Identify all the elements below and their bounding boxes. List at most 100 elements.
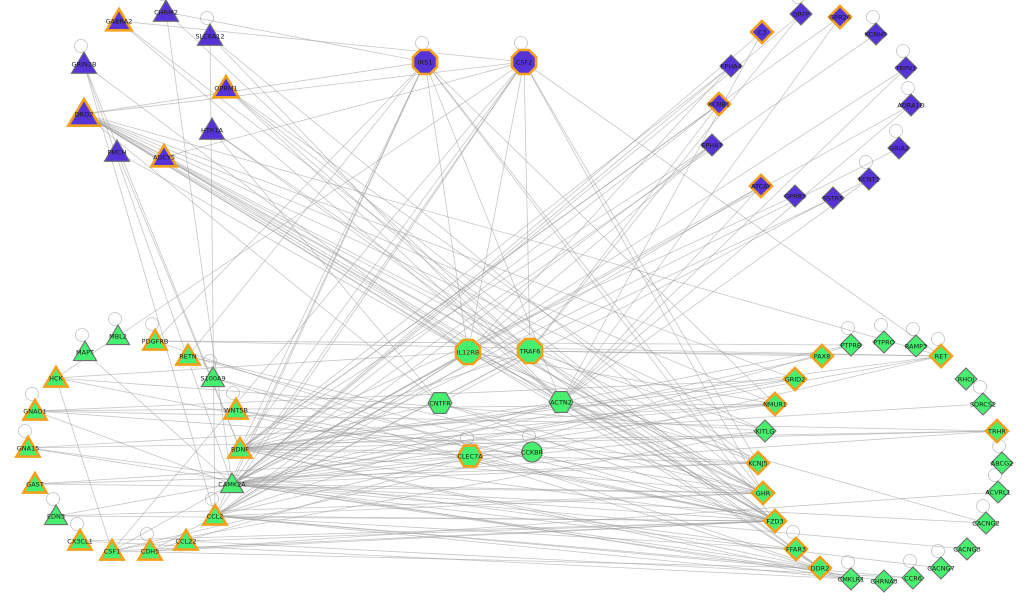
self-loop-edge bbox=[791, 0, 805, 4]
node-ccl22[interactable]: CCL22 bbox=[172, 527, 200, 551]
node-slc6a12[interactable]: SLC6A12 bbox=[195, 22, 225, 46]
edge bbox=[185, 540, 914, 579]
edge bbox=[231, 483, 942, 569]
edge bbox=[187, 355, 776, 522]
node-qrfp[interactable]: QRFP bbox=[789, 2, 813, 26]
triangle-node-shape bbox=[105, 323, 131, 346]
self-loop-edge bbox=[889, 124, 903, 138]
node-ramp3[interactable]: RAMP3 bbox=[904, 334, 928, 358]
edge bbox=[163, 156, 562, 403]
diamond-node-shape bbox=[827, 4, 853, 30]
node-kcnh5[interactable]: KCNH5 bbox=[864, 22, 888, 46]
edge bbox=[560, 401, 776, 522]
triangle-node-shape bbox=[200, 365, 226, 388]
edge bbox=[231, 483, 987, 524]
node-chrm2[interactable]: CHRM2 bbox=[152, 0, 180, 22]
node-trhr[interactable]: TRHR bbox=[984, 418, 1010, 444]
node-ret[interactable]: RET bbox=[928, 343, 954, 369]
edge bbox=[439, 178, 870, 404]
node-mbl2[interactable]: MBL2 bbox=[105, 323, 131, 346]
edge bbox=[116, 151, 469, 353]
node-pmch[interactable]: PMCH bbox=[103, 138, 131, 162]
node-hck[interactable]: HCK bbox=[42, 364, 70, 388]
node-grin2b[interactable]: GRIN2B bbox=[70, 50, 98, 74]
triangle-node-shape bbox=[196, 22, 224, 46]
circle-node-shape bbox=[521, 441, 543, 463]
node-cx3cl1[interactable]: CX3CL1 bbox=[66, 527, 94, 551]
node-s100a9[interactable]: S100A9 bbox=[200, 365, 226, 388]
node-gabra2[interactable]: GABRA2 bbox=[104, 6, 134, 32]
node-cacng2[interactable]: CACNG2 bbox=[972, 511, 1000, 535]
node-acvrl1[interactable]: ACVRL1 bbox=[985, 480, 1011, 504]
edge bbox=[165, 11, 426, 63]
edge bbox=[154, 61, 426, 342]
octagon-node-shape bbox=[411, 48, 439, 76]
node-ghr[interactable]: GHR bbox=[750, 480, 776, 506]
node-gpr83[interactable]: GPR83 bbox=[783, 184, 807, 208]
octagon-node-shape bbox=[516, 337, 544, 365]
edge bbox=[231, 455, 471, 485]
edge bbox=[214, 515, 797, 550]
node-gna15[interactable]: GNA15 bbox=[14, 434, 42, 458]
node-cacng7[interactable]: CACNG7 bbox=[927, 556, 955, 580]
edge bbox=[225, 87, 531, 352]
node-traf6[interactable]: TRAF6 bbox=[516, 337, 544, 365]
node-ccl2[interactable]: CCL2 bbox=[201, 502, 229, 526]
self-loop-edge bbox=[74, 39, 88, 53]
edge bbox=[83, 113, 441, 404]
node-grid2[interactable]: GRID2 bbox=[782, 366, 808, 392]
node-ccr6[interactable]: CCR6 bbox=[901, 566, 925, 590]
node-oprm1[interactable]: OPRM1 bbox=[211, 73, 241, 99]
node-gast[interactable]: GAST bbox=[21, 470, 49, 494]
edge bbox=[149, 491, 999, 552]
node-sorcs2[interactable]: SORCS2 bbox=[970, 392, 996, 416]
edge bbox=[83, 63, 469, 353]
node-pax8[interactable]: PAX8 bbox=[809, 343, 835, 369]
node-abcg2[interactable]: ABCG2 bbox=[990, 451, 1014, 475]
triangle-node-shape bbox=[211, 73, 241, 99]
triangle-node-shape bbox=[70, 50, 98, 74]
node-ddr2[interactable]: DDR2 bbox=[807, 555, 833, 581]
octagon-node-shape bbox=[454, 338, 482, 366]
node-gria2[interactable]: GRIA2 bbox=[887, 136, 911, 160]
node-gnao1[interactable]: GNAO1 bbox=[21, 397, 49, 421]
node-csf2[interactable]: CSF2 bbox=[510, 48, 538, 76]
edge bbox=[560, 185, 762, 403]
node-sstr5[interactable]: SSTR5 bbox=[821, 186, 845, 210]
self-loop-edge bbox=[25, 387, 39, 401]
node-irs1[interactable]: IRS1 bbox=[411, 48, 439, 76]
edge bbox=[467, 61, 525, 353]
edge bbox=[239, 378, 796, 450]
node-chrna3[interactable]: CHRNA3 bbox=[870, 569, 898, 593]
diamond-node-shape bbox=[719, 54, 743, 78]
triangle-node-shape bbox=[172, 527, 200, 551]
node-cckbr[interactable]: CCKBR bbox=[521, 441, 544, 463]
self-loop-edge bbox=[75, 328, 89, 342]
node-cntfr[interactable]: CNTFR bbox=[427, 392, 453, 414]
diamond-node-shape bbox=[872, 330, 896, 354]
node-gpr26[interactable]: GPR26 bbox=[827, 4, 853, 30]
node-cacng3[interactable]: CACNG3 bbox=[953, 537, 981, 561]
diamond-node-shape bbox=[971, 392, 995, 416]
self-loop-edge bbox=[866, 10, 880, 24]
node-actn2[interactable]: ACTN2 bbox=[548, 391, 574, 413]
edge bbox=[523, 61, 531, 352]
node-htr1a[interactable]: HTR1A bbox=[198, 116, 226, 140]
triangle-node-shape bbox=[226, 435, 254, 459]
node-mapt[interactable]: MAPT bbox=[72, 339, 98, 362]
node-kcnt1[interactable]: KCNT1 bbox=[857, 167, 881, 191]
node-il12rb[interactable]: IL12RB bbox=[454, 338, 482, 366]
edge bbox=[55, 515, 776, 522]
node-atcay[interactable]: ATCAY bbox=[748, 173, 774, 199]
hexagon-node-shape bbox=[427, 392, 453, 414]
node-epha4[interactable]: EPHA4 bbox=[719, 54, 743, 78]
edge bbox=[560, 178, 870, 403]
node-ptpro[interactable]: PTPRO bbox=[872, 330, 896, 354]
node-epha7[interactable]: EPHA7 bbox=[700, 133, 724, 157]
diamond-node-shape bbox=[872, 569, 896, 593]
edge bbox=[211, 129, 441, 404]
node-ptprb[interactable]: PTPRB bbox=[839, 333, 863, 357]
node-kitlg[interactable]: KITLG bbox=[753, 419, 777, 443]
